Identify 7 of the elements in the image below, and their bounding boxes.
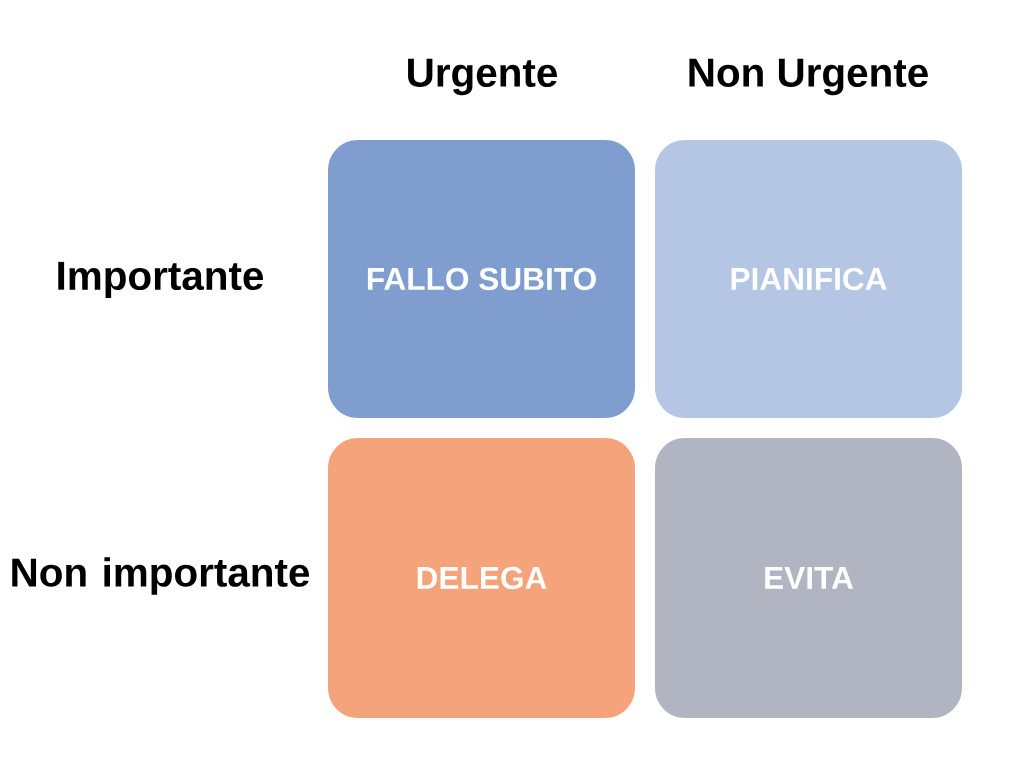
- quadrant-box: FALLO SUBITO: [328, 140, 635, 418]
- quadrant-box: DELEGA: [328, 438, 635, 718]
- quadrant-box: PIANIFICA: [655, 140, 962, 418]
- quadrant-box: EVITA: [655, 438, 962, 718]
- axis-label: Urgente: [408, 58, 557, 96]
- axis-label: Importante: [58, 261, 264, 299]
- axis-label: Non Urgente: [689, 58, 928, 96]
